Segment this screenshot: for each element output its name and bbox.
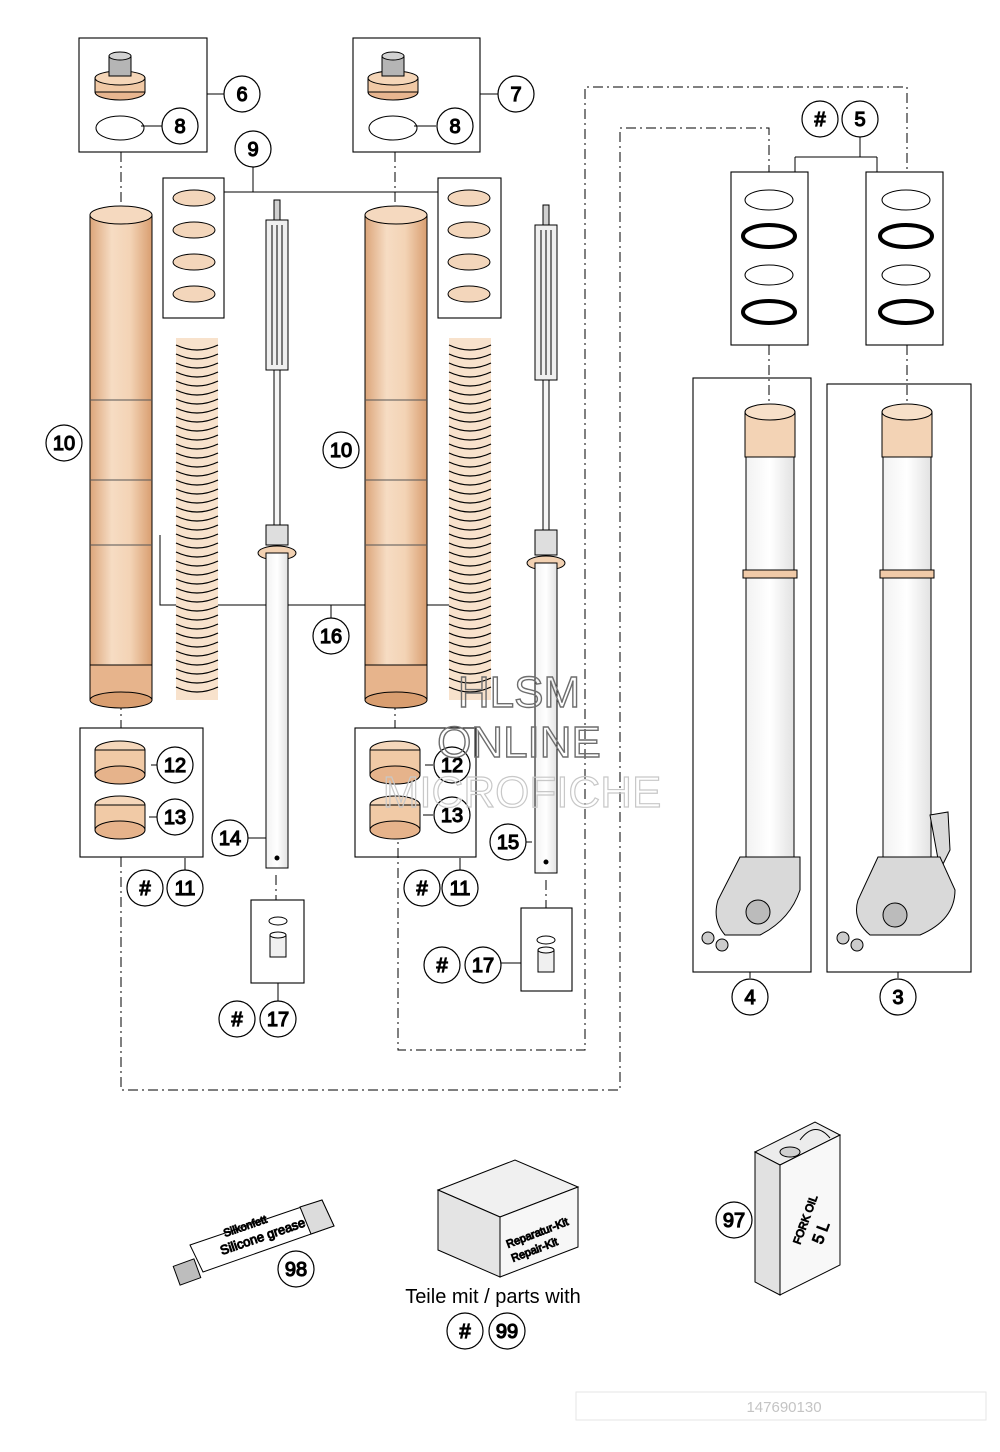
svg-text:6: 6 xyxy=(236,84,247,106)
callout-17: 17 xyxy=(464,946,502,984)
callout-10: 10 xyxy=(322,431,360,469)
svg-text:#: # xyxy=(436,955,448,977)
cartridge-right xyxy=(526,204,566,874)
svg-text:HLSM: HLSM xyxy=(458,668,580,717)
group-boxes xyxy=(78,37,972,992)
drawing-number-frame xyxy=(575,1391,987,1421)
svg-text:7: 7 xyxy=(510,84,521,106)
callout-hash: # xyxy=(801,100,839,138)
svg-text:10: 10 xyxy=(330,440,352,462)
callout-hash: # xyxy=(423,946,461,984)
callout-10: 10 xyxy=(45,424,83,462)
fork-leg-left xyxy=(701,403,801,952)
callout-99: 99 xyxy=(488,1312,526,1350)
seal-kit-left xyxy=(741,189,797,325)
callout-11: 11 xyxy=(166,869,204,907)
callout-8: 8 xyxy=(161,107,199,145)
fork-leg-right xyxy=(836,403,956,952)
svg-text:13: 13 xyxy=(164,807,186,829)
drawing-number: 147690130 xyxy=(746,1399,821,1416)
svg-text:10: 10 xyxy=(53,433,75,455)
svg-text:#: # xyxy=(814,109,826,131)
svg-text:97: 97 xyxy=(723,1210,745,1232)
callout-4: 4 xyxy=(731,978,769,1016)
callout-9: 9 xyxy=(234,130,272,168)
bolt-right xyxy=(536,935,556,973)
callout-hash: # xyxy=(126,869,164,907)
spacer-washers-right xyxy=(447,189,491,303)
callout-hash: # xyxy=(446,1312,484,1350)
spacer-washers-left xyxy=(172,189,216,303)
callout-7: 7 xyxy=(497,75,535,113)
fork-oil-can: FORK OIL 5 L xyxy=(753,1121,842,1296)
callout-15: 15 xyxy=(489,823,527,861)
bolt-left xyxy=(268,916,288,958)
svg-text:9: 9 xyxy=(247,139,258,161)
seal-kit-right xyxy=(878,189,934,325)
svg-text:99: 99 xyxy=(496,1321,518,1343)
screw-cap-right xyxy=(367,51,419,141)
svg-text:8: 8 xyxy=(174,116,185,138)
svg-text:14: 14 xyxy=(219,828,241,850)
callout-16: 16 xyxy=(312,617,350,655)
outer-tube-left xyxy=(89,205,153,709)
svg-text:12: 12 xyxy=(441,755,463,777)
callout-hash: # xyxy=(403,869,441,907)
svg-text:#: # xyxy=(139,878,151,900)
callout-12: 12 xyxy=(156,746,194,784)
watermark: HLSM ONLINE MICROFICHE xyxy=(382,667,662,817)
svg-text:#: # xyxy=(231,1009,243,1031)
svg-text:11: 11 xyxy=(450,878,471,900)
callouts: 6 8 7 8 9 # 5 10 10 16 12 13 12 13 14 15… xyxy=(45,75,917,1350)
callout-hash: # xyxy=(218,1000,256,1038)
svg-text:MICROFICHE: MICROFICHE xyxy=(383,768,662,817)
spring-left xyxy=(175,338,219,700)
repair-kit-box: Reparatur-Kit Repair-Kit xyxy=(436,1159,580,1278)
svg-text:17: 17 xyxy=(267,1009,289,1031)
svg-text:12: 12 xyxy=(164,755,186,777)
svg-text:#: # xyxy=(459,1321,471,1343)
callout-14: 14 xyxy=(211,819,249,857)
callout-8: 8 xyxy=(436,107,474,145)
svg-text:15: 15 xyxy=(497,832,519,854)
callout-13: 13 xyxy=(156,798,194,836)
parts-with-caption: Teile mit / parts with xyxy=(405,1286,581,1308)
svg-text:5: 5 xyxy=(854,109,865,131)
svg-text:4: 4 xyxy=(744,987,755,1009)
callout-13: 13 xyxy=(433,796,471,834)
callout-5: 5 xyxy=(841,100,879,138)
callout-12: 12 xyxy=(433,746,471,784)
bushings-left xyxy=(94,740,146,840)
callout-97: 97 xyxy=(715,1201,753,1239)
svg-text:11: 11 xyxy=(175,878,196,900)
svg-text:3: 3 xyxy=(892,987,903,1009)
svg-text:ONLINE: ONLINE xyxy=(437,718,601,767)
svg-text:17: 17 xyxy=(472,955,494,977)
outer-tube-right xyxy=(364,205,428,709)
cartridge-left xyxy=(257,199,297,869)
spring-right xyxy=(448,338,492,700)
solid-leaders xyxy=(141,93,899,1001)
callout-6: 6 xyxy=(223,75,261,113)
callout-3: 3 xyxy=(879,978,917,1016)
bushings-right xyxy=(369,740,421,840)
screw-cap-left xyxy=(94,51,146,141)
callout-98: 98 xyxy=(277,1250,315,1288)
svg-text:16: 16 xyxy=(320,626,342,648)
svg-text:13: 13 xyxy=(441,805,463,827)
svg-text:#: # xyxy=(416,878,428,900)
callout-11: 11 xyxy=(441,869,479,907)
svg-text:98: 98 xyxy=(285,1259,307,1281)
svg-text:8: 8 xyxy=(449,116,460,138)
callout-17: 17 xyxy=(259,1000,297,1038)
